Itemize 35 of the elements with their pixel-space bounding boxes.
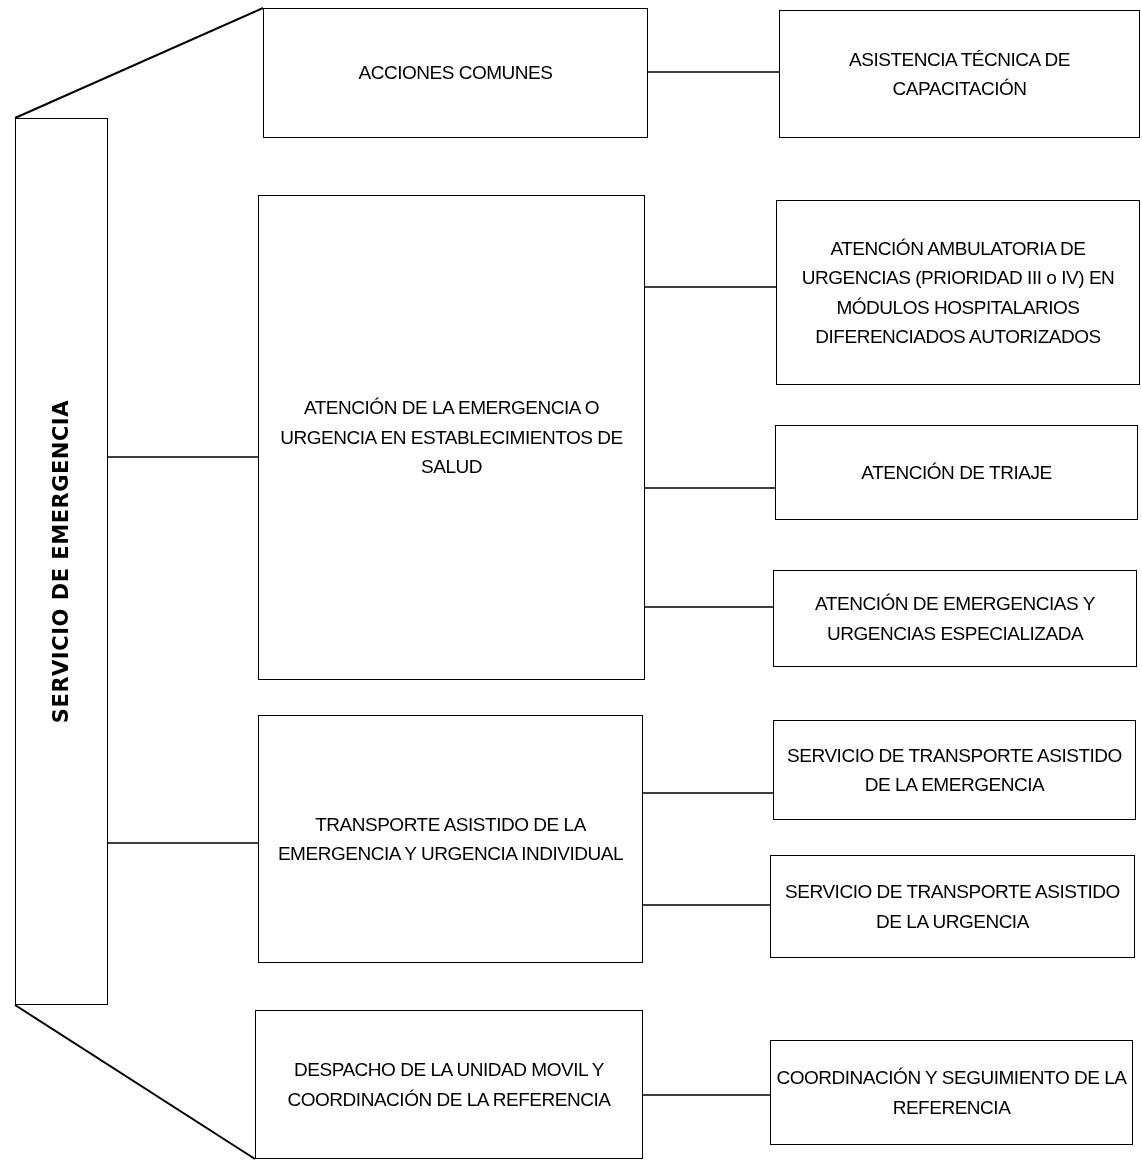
connector-line bbox=[647, 71, 780, 73]
box-label: ATENCIÓN DE LA EMERGENCIA O URGENCIA EN ESTABLECIMIENTOS DE SALUD bbox=[279, 396, 624, 480]
connector-line bbox=[642, 792, 774, 794]
process-box bbox=[775, 425, 1138, 520]
process-box bbox=[258, 715, 643, 963]
connector-line bbox=[642, 904, 771, 906]
box-label: TRANSPORTE ASISTIDO DE LA EMERGENCIA Y URGENCIA INDIVIDUAL bbox=[276, 812, 625, 866]
process-box bbox=[255, 1010, 643, 1159]
box-label: SERVICIO DE EMERGENCIA bbox=[48, 399, 75, 724]
connector-line bbox=[107, 456, 259, 458]
box-label: COORDINACIÓN Y SEGUIMIENTO DE LA REFERENCIA bbox=[775, 1066, 1128, 1120]
process-box bbox=[779, 10, 1140, 138]
connector-line bbox=[644, 286, 777, 288]
process-box bbox=[776, 200, 1140, 385]
process-box bbox=[770, 855, 1135, 958]
process-box bbox=[263, 8, 648, 138]
box-label: DESPACHO DE LA UNIDAD MOVIL Y COORDINACIÓN DE LA REFERENCIA bbox=[286, 1058, 612, 1112]
process-box bbox=[770, 1040, 1133, 1145]
connector-line bbox=[642, 1094, 771, 1096]
process-box bbox=[773, 570, 1137, 667]
box-label: ATENCIÓN DE EMERGENCIAS Y URGENCIAS ESPECIALIZADA bbox=[814, 592, 1096, 646]
box-label: SERVICIO DE TRANSPORTE ASISTIDO DE LA EMERGENCIA bbox=[786, 743, 1123, 797]
process-box bbox=[773, 720, 1136, 820]
box-label: ACCIONES COMUNES bbox=[358, 61, 553, 86]
process-box bbox=[258, 195, 645, 680]
connector-line bbox=[14, 1004, 256, 1160]
box-label: SERVICIO DE TRANSPORTE ASISTIDO DE LA URGENCIA bbox=[784, 880, 1121, 934]
box-label: ATENCIÓN AMBULATORIA DE URGENCIAS (PRIORIDAD III o IV) EN MÓDULOS HOSPITALARIOS DIFERENCIADOS AUTORIZADOS bbox=[800, 236, 1116, 349]
connector-line bbox=[644, 487, 776, 489]
box-label: ASISTENCIA TÉCNICA DE CAPACITACIÓN bbox=[848, 47, 1071, 101]
process-box bbox=[15, 118, 108, 1005]
connector-line bbox=[644, 606, 774, 608]
connector-line bbox=[107, 842, 259, 844]
box-label: ATENCIÓN DE TRIAJE bbox=[861, 460, 1052, 485]
connector-line bbox=[14, 7, 264, 119]
